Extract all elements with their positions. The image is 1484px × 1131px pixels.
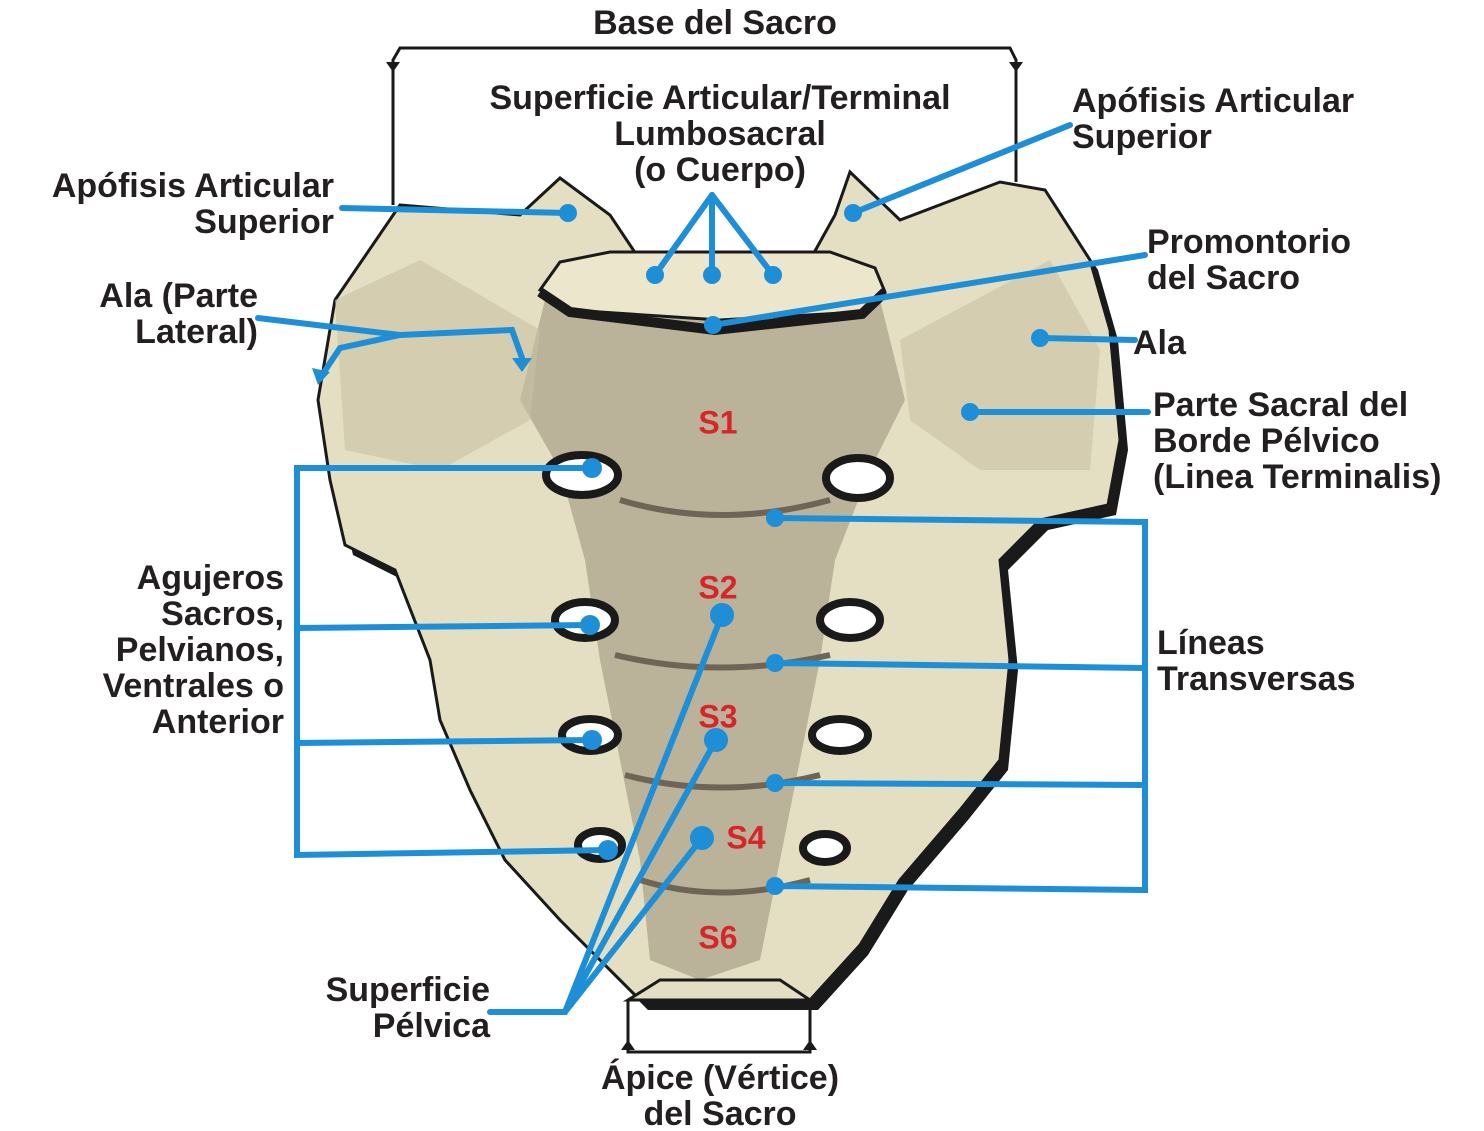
dot xyxy=(764,266,782,284)
dot xyxy=(559,204,577,222)
text-line: Superior xyxy=(1072,119,1354,155)
dot xyxy=(766,509,784,527)
apex-label: Ápice (Vértice) del Sacro xyxy=(560,1060,880,1131)
text-line: Superior xyxy=(0,204,334,240)
text-line: Sacros, xyxy=(0,596,284,632)
segment-s6: S6 xyxy=(698,920,737,957)
transverse-lines-label: Líneas Transversas xyxy=(1157,625,1356,697)
text-line: Ápice (Vértice) xyxy=(560,1060,880,1096)
dot xyxy=(766,654,784,672)
text-line: Líneas xyxy=(1157,625,1356,661)
dot xyxy=(844,204,862,222)
dot xyxy=(961,403,979,421)
segment-s1: S1 xyxy=(698,405,737,442)
dot xyxy=(582,458,602,478)
pelvic-surface-label: Superficie Pélvica xyxy=(200,972,490,1044)
text-line: del Sacro xyxy=(560,1096,880,1131)
text-line: Parte Sacral del xyxy=(1153,387,1441,423)
dot xyxy=(598,840,618,860)
sup-art-right-label: Apófisis Articular Superior xyxy=(1072,83,1354,155)
text-line: Lumbosacral xyxy=(440,116,1000,152)
segment-s2: S2 xyxy=(698,570,737,607)
ala-right-label: Ala xyxy=(1133,325,1186,361)
leader-transverse-3 xyxy=(775,783,1145,785)
text-line: Superficie Articular/Terminal xyxy=(440,80,1000,116)
text-line: Pélvica xyxy=(200,1008,490,1044)
leader-foramina-2 xyxy=(297,625,590,628)
dot xyxy=(710,603,734,627)
text-line: Transversas xyxy=(1157,661,1356,697)
promontory-label: Promontorio del Sacro xyxy=(1147,224,1351,296)
dot xyxy=(580,615,600,635)
dot xyxy=(766,877,784,895)
text-line: Apófisis Articular xyxy=(0,168,334,204)
text-line: Pelvianos, xyxy=(0,632,284,668)
foramen-right-1 xyxy=(826,458,890,498)
pelvic-brim-label: Parte Sacral del Borde Pélvico (Linea Te… xyxy=(1153,387,1441,495)
arrow xyxy=(386,62,400,72)
dot xyxy=(582,730,602,750)
text-line: Superficie xyxy=(200,972,490,1008)
dot xyxy=(766,774,784,792)
apex-shape xyxy=(628,980,810,1000)
text-line: Ala (Parte xyxy=(0,278,258,314)
text-line: Anterior xyxy=(0,704,284,740)
leader-foramina-3 xyxy=(297,740,592,743)
foramen-left-1 xyxy=(546,455,618,495)
arrow xyxy=(803,1040,817,1050)
articular-surface-label: Superficie Articular/Terminal Lumbosacra… xyxy=(440,80,1000,188)
foramen-right-3 xyxy=(812,719,868,751)
segment-s4: S4 xyxy=(726,820,765,857)
arrow xyxy=(1009,62,1023,72)
dot xyxy=(703,266,721,284)
dot xyxy=(1031,329,1049,347)
text-line: Promontorio xyxy=(1147,224,1351,260)
text-line: del Sacro xyxy=(1147,260,1351,296)
base-label: Base del Sacro xyxy=(560,5,870,41)
segment-s3: S3 xyxy=(698,699,737,736)
text-line: Agujeros xyxy=(0,560,284,596)
foramen-right-4 xyxy=(803,834,847,862)
text-line: Apófisis Articular xyxy=(1072,83,1354,119)
text-line: Lateral) xyxy=(0,314,258,350)
dot xyxy=(704,316,722,334)
leader-ala-right xyxy=(1040,338,1135,340)
foramen-right-2 xyxy=(820,602,880,638)
text-line: Ventrales o xyxy=(0,668,284,704)
foramina-label: Agujeros Sacros, Pelvianos, Ventrales o … xyxy=(0,560,284,740)
text-line: Borde Pélvico xyxy=(1153,423,1441,459)
arrow xyxy=(621,1040,635,1050)
ala-left-label: Ala (Parte Lateral) xyxy=(0,278,258,350)
dot xyxy=(690,826,714,850)
sup-art-left-label: Apófisis Articular Superior xyxy=(0,168,334,240)
text-line: (o Cuerpo) xyxy=(440,152,1000,188)
dot xyxy=(646,266,664,284)
text-line: (Linea Terminalis) xyxy=(1153,459,1441,495)
